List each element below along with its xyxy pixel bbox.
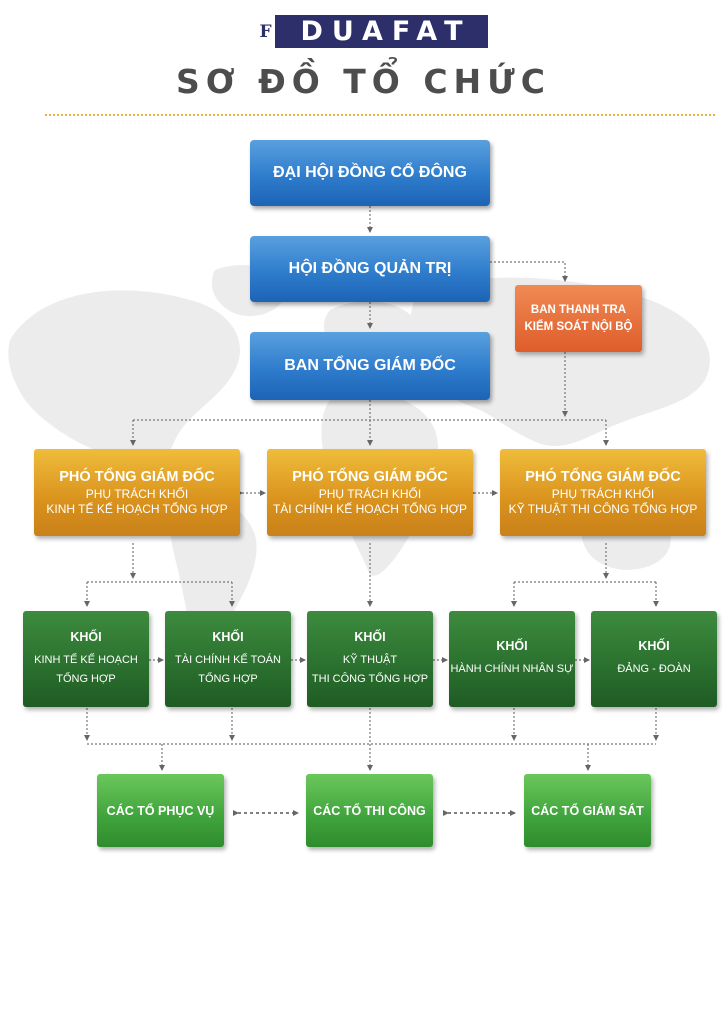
node-div-finance-title: KHỐI: [212, 629, 244, 644]
node-vp-technical: PHÓ TỔNG GIÁM ĐỐC PHỤ TRÁCH KHỐI KỸ THUẬ…: [500, 449, 706, 536]
node-vp-technical-line1: PHỤ TRÁCH KHỐI: [551, 486, 655, 501]
logo-text: DUAFAT: [300, 16, 472, 47]
node-vp-technical-title: PHÓ TỔNG GIÁM ĐỐC: [525, 468, 681, 485]
node-team-construction-label: CÁC TỔ THI CÔNG: [313, 803, 426, 818]
node-div-technical: KHỐI KỸ THUẬT THI CÔNG TỔNG HỢP: [307, 611, 433, 707]
node-board: HỘI ĐỒNG QUẢN TRỊ: [250, 236, 490, 302]
node-div-hr-line1: HÀNH CHÍNH NHÂN SỰ: [450, 663, 574, 675]
node-div-economic-line1: KINH TẾ KẾ HOẠCH: [34, 653, 138, 666]
node-div-economic: KHỐI KINH TẾ KẾ HOẠCH TỔNG HỢP: [23, 611, 149, 707]
node-team-supervision: CÁC TỔ GIÁM SÁT: [524, 774, 651, 847]
node-vp-economic-title: PHÓ TỔNG GIÁM ĐỐC: [59, 468, 215, 485]
node-vp-finance-title: PHÓ TỔNG GIÁM ĐỐC: [292, 468, 448, 485]
node-shareholders: ĐẠI HỘI ĐỒNG CỔ ĐÔNG: [250, 140, 490, 206]
map-north-america: [8, 290, 240, 490]
logo-mark-icon: F: [256, 15, 278, 48]
node-ceo: BAN TỔNG GIÁM ĐỐC: [250, 332, 490, 400]
node-vp-economic-line2: KINH TẾ KẾ HOẠCH TỔNG HỢP: [46, 501, 228, 516]
node-div-party-line1: ĐẢNG - ĐOÀN: [617, 663, 691, 675]
node-div-finance-line2: TỔNG HỢP: [198, 672, 258, 685]
node-vp-economic: PHÓ TỔNG GIÁM ĐỐC PHỤ TRÁCH KHỐI KINH TẾ…: [34, 449, 240, 536]
node-vp-economic-line1: PHỤ TRÁCH KHỐI: [85, 486, 189, 501]
node-vp-technical-line2: KỸ THUẬT THI CÔNG TỔNG HỢP: [508, 501, 698, 516]
page-title: SƠ ĐỒ TỔ CHỨC: [176, 62, 551, 101]
node-team-service: CÁC TỔ PHỤC VỤ: [97, 774, 224, 847]
node-div-hr: KHỐI HÀNH CHÍNH NHÂN SỰ: [449, 611, 575, 707]
node-shareholders-label: ĐẠI HỘI ĐỒNG CỔ ĐÔNG: [273, 164, 467, 181]
node-div-technical-line1: KỸ THUẬT: [342, 653, 398, 666]
node-div-hr-title: KHỐI: [496, 639, 528, 653]
node-team-supervision-label: CÁC TỔ GIÁM SÁT: [531, 803, 644, 818]
title-divider: [45, 114, 715, 116]
node-div-finance: KHỐI TÀI CHÍNH KẾ TOÁN TỔNG HỢP: [165, 611, 291, 707]
node-inspection-line1: BAN THANH TRA: [530, 303, 627, 316]
node-board-label: HỘI ĐỒNG QUẢN TRỊ: [288, 260, 452, 277]
node-ceo-label: BAN TỔNG GIÁM ĐỐC: [284, 357, 456, 374]
node-vp-finance: PHÓ TỔNG GIÁM ĐỐC PHỤ TRÁCH KHỐI TÀI CHÍ…: [267, 449, 473, 536]
node-div-economic-line2: TỔNG HỢP: [56, 672, 116, 685]
node-div-party-title: KHỐI: [638, 639, 670, 653]
node-inspection-line2: KIỂM SOÁT NỘI BỘ: [524, 320, 633, 333]
company-logo: F DUAFAT: [256, 15, 488, 48]
node-div-economic-title: KHỐI: [70, 629, 102, 644]
node-div-technical-title: KHỐI: [354, 629, 386, 644]
node-team-service-label: CÁC TỔ PHỤC VỤ: [106, 803, 215, 818]
node-vp-finance-line1: PHỤ TRÁCH KHỐI: [318, 486, 422, 501]
node-team-construction: CÁC TỔ THI CÔNG: [306, 774, 433, 847]
node-vp-finance-line2: TÀI CHÍNH KẾ HOẠCH TỔNG HỢP: [272, 501, 468, 516]
node-div-technical-line2: THI CÔNG TỔNG HỢP: [311, 672, 429, 685]
node-inspection: BAN THANH TRA KIỂM SOÁT NỘI BỘ: [515, 285, 642, 352]
node-div-finance-line1: TÀI CHÍNH KẾ TOÁN: [175, 653, 281, 666]
node-div-party: KHỐI ĐẢNG - ĐOÀN: [591, 611, 717, 707]
